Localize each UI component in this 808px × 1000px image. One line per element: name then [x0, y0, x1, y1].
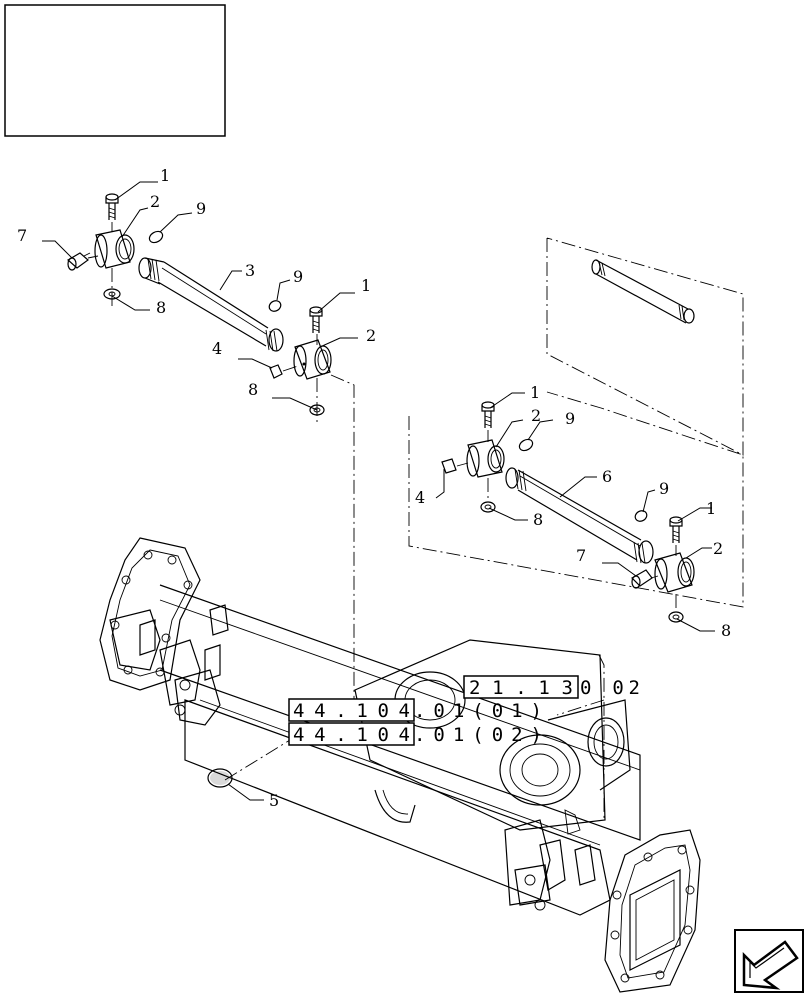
callout-labels: 1 2 9 7 3 8 9 1 4 2 8 1 2 9 4 6 8 9 1 7 … — [17, 166, 731, 810]
callout-9: 9 — [196, 199, 206, 218]
callout-2: 2 — [531, 406, 541, 425]
callout-8: 8 — [248, 380, 258, 399]
callout-1: 1 — [160, 166, 170, 185]
callout-6: 6 — [602, 467, 612, 486]
o-ring-icon — [268, 300, 282, 312]
axle-housing — [99, 537, 701, 993]
callout-5: 5 — [269, 791, 279, 810]
callout-4: 4 — [415, 488, 425, 507]
bolt-icon — [105, 193, 119, 220]
callout-9: 9 — [565, 409, 575, 428]
bolt-icon — [309, 306, 323, 333]
callout-9: 9 — [293, 267, 303, 286]
grease-fitting-icon — [441, 458, 457, 474]
plug-icon — [207, 768, 233, 788]
bolt-icon — [669, 516, 683, 543]
grease-fitting-icon — [631, 569, 653, 589]
grease-fitting-icon — [66, 252, 91, 271]
drive-shaft-icon — [138, 257, 284, 352]
callout-4: 4 — [212, 339, 222, 358]
callout-8: 8 — [533, 510, 543, 529]
reference-boxed-1: 21.13 — [469, 677, 573, 699]
inset-shaft-icon — [591, 259, 695, 324]
cross-reference-labels: 21.13 0 02 44.104 .01(01) 44.104 .01(02) — [288, 675, 640, 746]
drive-shaft-icon — [505, 467, 654, 564]
callout-8: 8 — [156, 298, 166, 317]
callout-1: 1 — [361, 276, 371, 295]
grease-fitting-icon — [269, 364, 283, 379]
washer-icon — [668, 611, 684, 623]
callout-2: 2 — [150, 192, 160, 211]
assembly-leader — [224, 374, 605, 820]
leader-lines — [42, 181, 715, 801]
callout-7: 7 — [576, 546, 586, 565]
callout-2: 2 — [366, 326, 376, 345]
callout-3: 3 — [245, 261, 255, 280]
washer-icon — [480, 501, 496, 513]
right-shaft-assembly — [441, 401, 695, 623]
coupling-sleeve-icon — [293, 339, 332, 380]
coupling-sleeve-icon — [466, 439, 505, 478]
coupling-sleeve-icon — [94, 229, 135, 269]
callout-7: 7 — [17, 226, 27, 245]
reference-suffix-1: 0 02 — [580, 677, 640, 699]
left-shaft-assembly — [66, 193, 332, 425]
o-ring-icon — [634, 510, 648, 522]
o-ring-icon — [148, 230, 164, 244]
callout-1: 1 — [706, 499, 716, 518]
reference-suffix-3: .01(02) — [414, 724, 542, 746]
callout-8: 8 — [721, 621, 731, 640]
callout-1: 1 — [530, 383, 540, 402]
reference-suffix-2: .01(01) — [414, 700, 542, 722]
next-page-arrow-icon[interactable] — [734, 929, 804, 993]
title-block-frame — [4, 4, 226, 137]
coupling-sleeve-icon — [654, 552, 695, 593]
assembly-boundary — [408, 237, 744, 608]
callout-9: 9 — [659, 479, 669, 498]
callout-2: 2 — [713, 539, 723, 558]
o-ring-icon — [518, 438, 534, 452]
